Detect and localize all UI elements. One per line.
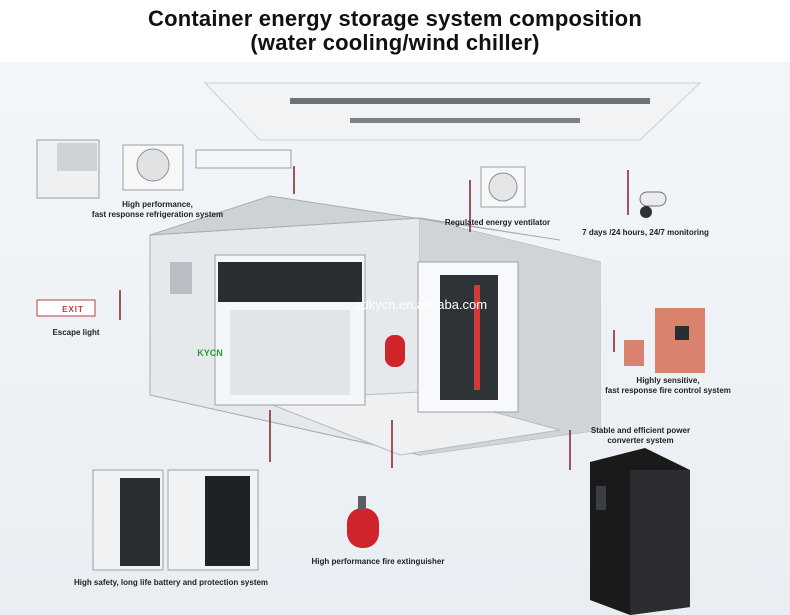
- label-monitoring: 7 days /24 hours, 24/7 monitoring: [582, 228, 709, 237]
- inner-extinguisher: [385, 335, 405, 367]
- label-pcs: Stable and efficient power converter sys…: [590, 426, 691, 445]
- label-escape-light: Escape light: [52, 328, 100, 337]
- pcs-cabinet: [590, 448, 690, 615]
- ceiling-rail: [290, 98, 650, 104]
- label-extinguisher: High performance fire extinguisher: [311, 557, 445, 566]
- fire-extinguisher: [347, 496, 379, 548]
- exit-sign: [36, 299, 96, 317]
- label-ventilator: Regulated energy ventilator: [444, 218, 551, 227]
- label-refrigeration: High performance, fast response refriger…: [91, 200, 224, 219]
- brand-text: KYCN: [197, 348, 223, 358]
- label-battery: High safety, long life battery and prote…: [73, 578, 269, 587]
- title-line-1: Container energy storage system composit…: [148, 6, 642, 31]
- fire-alarm-box: [624, 340, 644, 366]
- container: [149, 195, 601, 456]
- ac-unit: [195, 149, 292, 169]
- ceiling-rail-2: [350, 118, 580, 123]
- label-fire-control: Highly sensitive, fast response fire con…: [605, 376, 731, 395]
- exit-sign-text: EXIT: [62, 305, 84, 314]
- fire-control-panel: [655, 308, 705, 373]
- title-line-2: (water cooling/wind chiller): [250, 30, 540, 55]
- watermark-text: zdkycn.en.alibaba.com: [354, 297, 488, 312]
- camera: [639, 191, 667, 218]
- ceiling-panel: [203, 82, 702, 141]
- battery-cabinets: [92, 469, 259, 571]
